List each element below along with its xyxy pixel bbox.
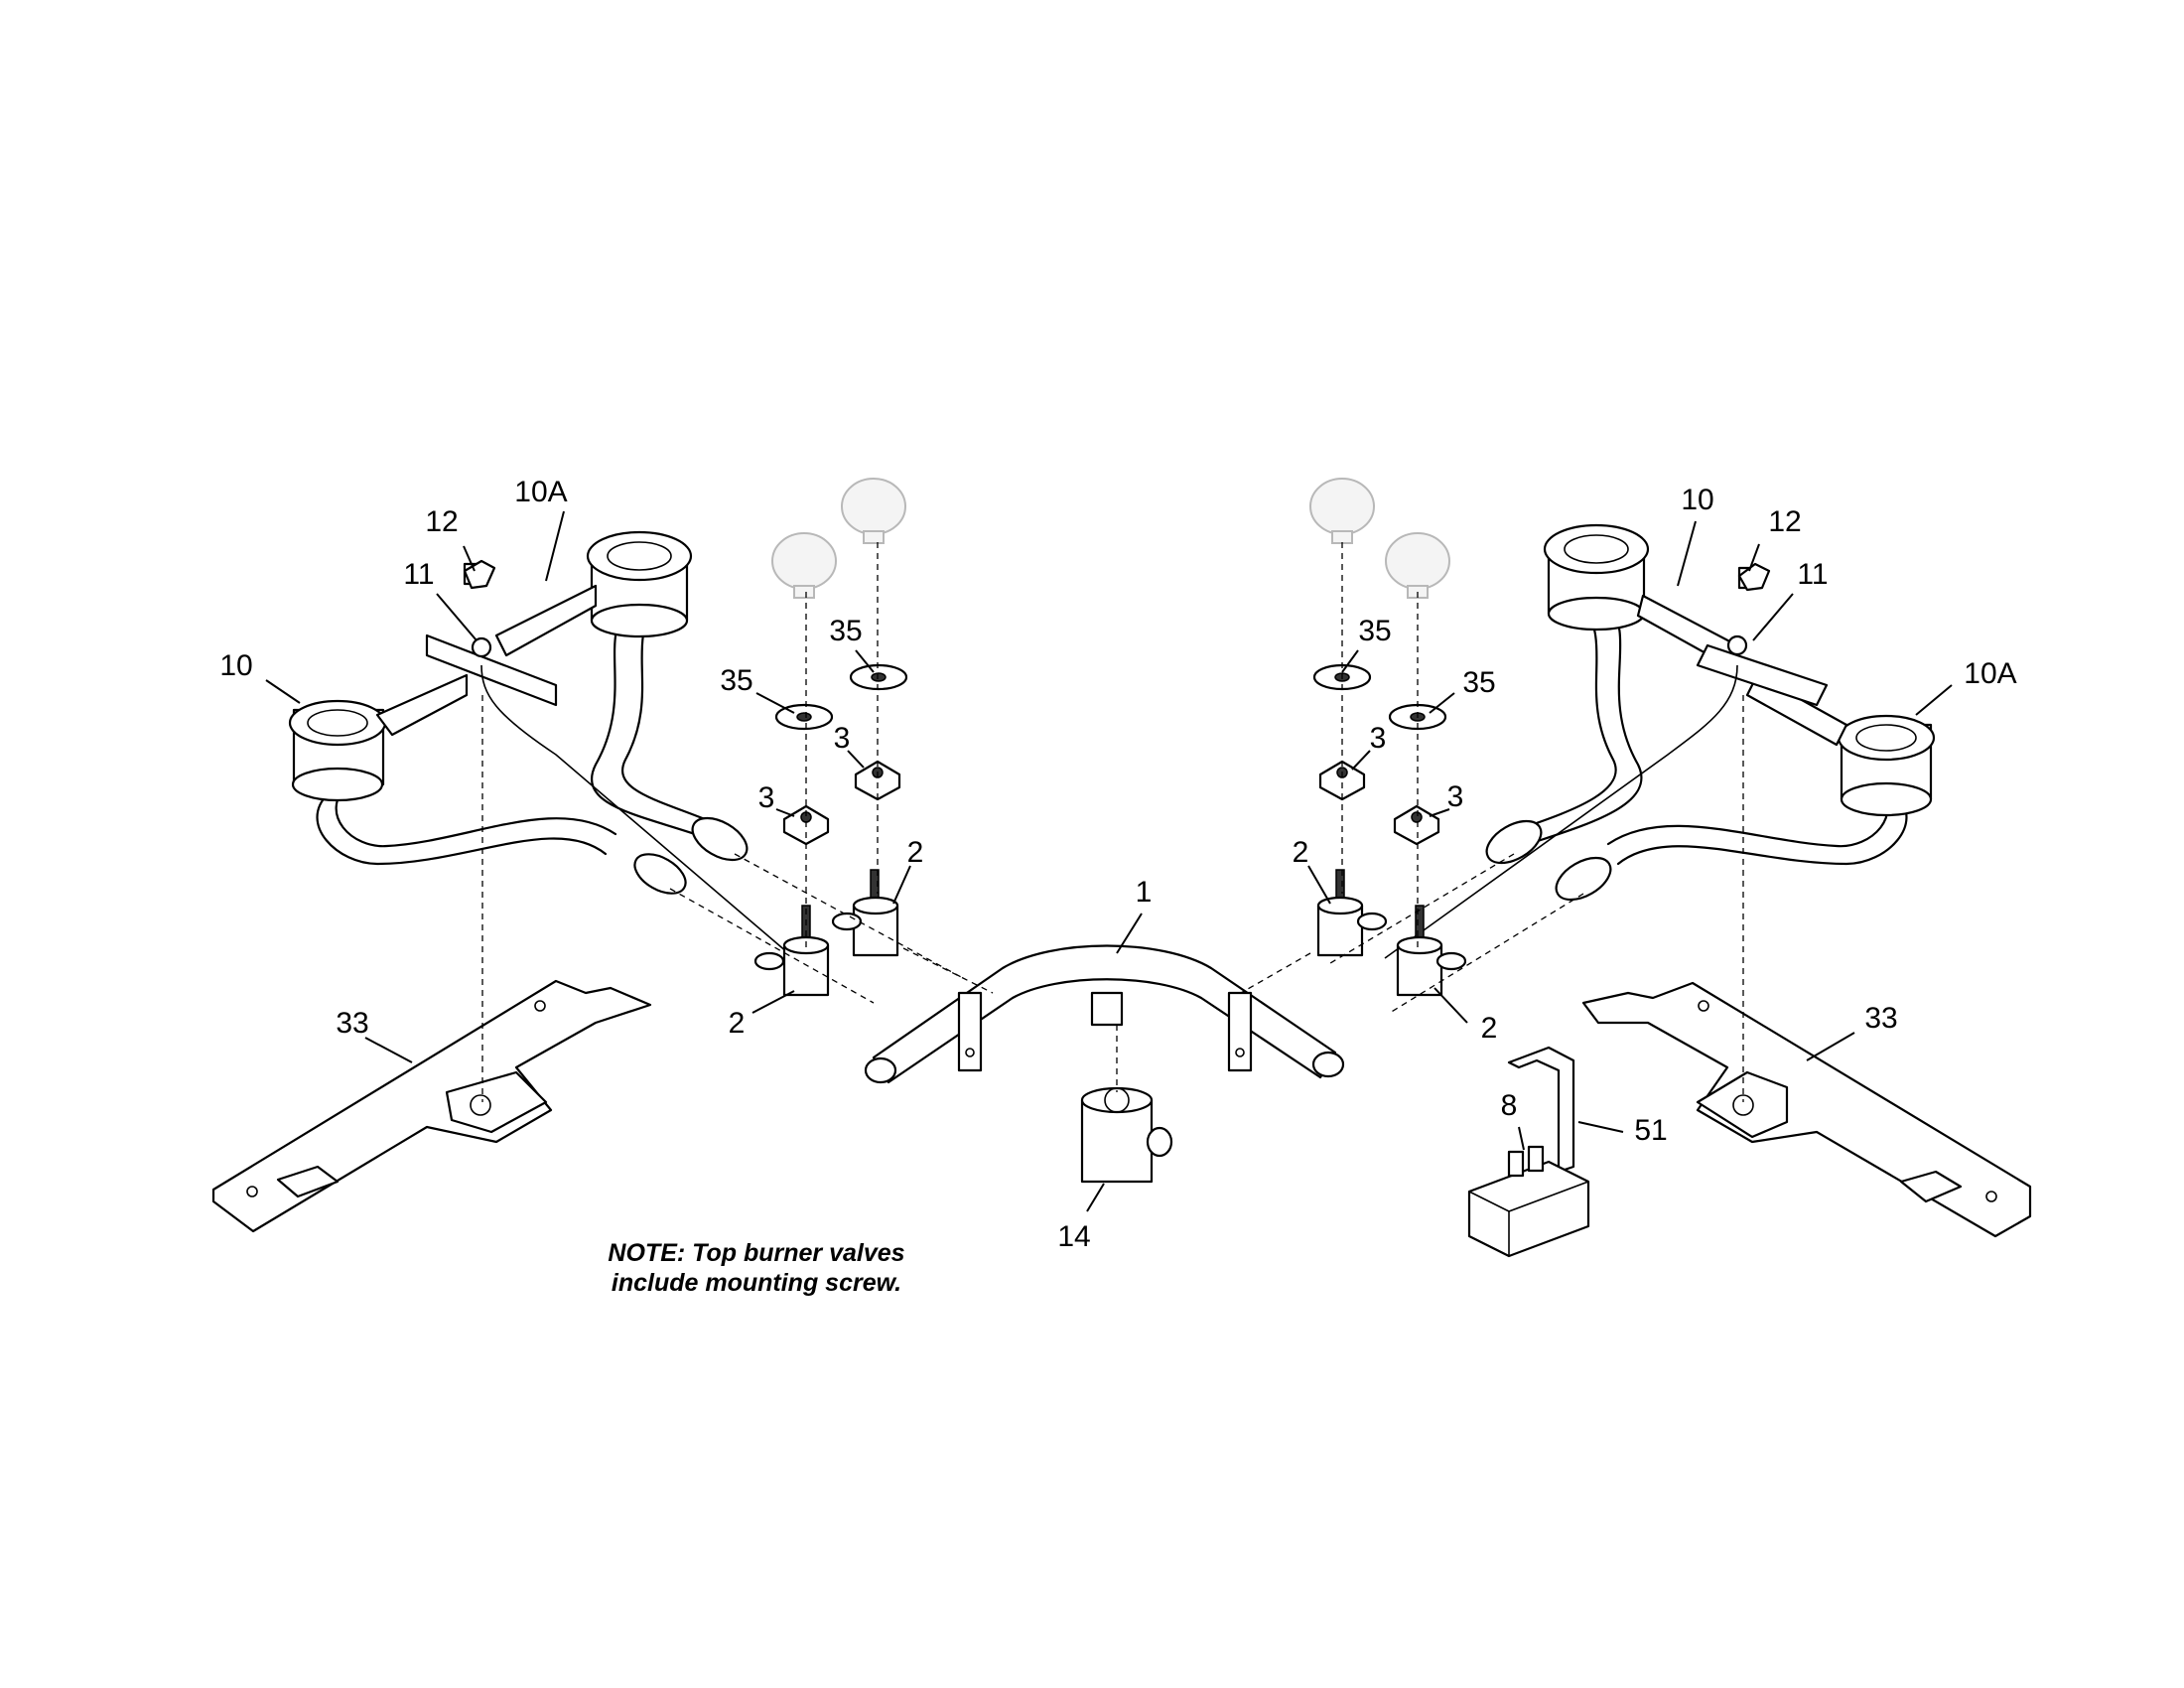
knob-right-2 xyxy=(1385,532,1450,599)
callout-1: 1 xyxy=(1136,876,1153,909)
callout-11-left: 11 xyxy=(403,558,434,591)
callout-14: 14 xyxy=(1057,1220,1090,1253)
burner-bracket-left xyxy=(211,979,652,1233)
callout-11-right: 11 xyxy=(1797,558,1828,591)
callout-3-right-upper: 3 xyxy=(1370,722,1387,755)
callout-35-left-lower: 35 xyxy=(720,664,752,697)
valve-left-upper xyxy=(831,869,899,957)
callout-3-left-upper: 3 xyxy=(834,722,851,755)
callout-10-right: 10 xyxy=(1681,484,1713,516)
valve-right-lower xyxy=(1396,905,1467,997)
valve-right-upper xyxy=(1316,869,1388,957)
callout-2-right-lower: 2 xyxy=(1481,1012,1498,1045)
callout-2-left-upper: 2 xyxy=(907,836,924,869)
alignment-lines xyxy=(481,542,1744,1102)
callout-33-right: 33 xyxy=(1864,1002,1897,1035)
callout-10A-left: 10A xyxy=(514,476,567,508)
bezel-left-upper xyxy=(849,663,908,691)
callouts: 10A 12 11 10 35 35 3 3 2 2 1 33 14 35 35… xyxy=(219,476,2016,1253)
callout-35-right-upper: 35 xyxy=(1358,615,1391,647)
knob-right-1 xyxy=(1309,478,1375,544)
callout-8: 8 xyxy=(1501,1089,1518,1122)
callout-35-right-lower: 35 xyxy=(1462,666,1495,699)
callout-3-left-lower: 3 xyxy=(758,781,775,814)
burner-10A-left xyxy=(494,530,749,862)
callout-2-left-lower: 2 xyxy=(729,1007,746,1040)
pressure-regulator xyxy=(1080,1086,1173,1184)
manifold-pipe xyxy=(864,944,1345,1084)
leader-lines xyxy=(265,510,1953,1212)
valve-left-lower xyxy=(753,905,830,997)
callout-12-right: 12 xyxy=(1768,505,1801,538)
callout-51: 51 xyxy=(1634,1114,1667,1147)
callout-3-right-lower: 3 xyxy=(1447,780,1464,813)
callout-12-left: 12 xyxy=(425,505,458,538)
note: NOTE: Top burner valves include mounting… xyxy=(608,1239,904,1297)
burner-bracket-right xyxy=(1581,981,2032,1238)
callout-10A-right: 10A xyxy=(1964,657,2016,690)
burner-10-right xyxy=(1485,523,1739,865)
switch-right-lower xyxy=(1393,804,1440,846)
note-line-1: NOTE: Top burner valves xyxy=(608,1239,904,1267)
callout-10-left: 10 xyxy=(219,649,252,682)
burner-10-left xyxy=(288,673,687,895)
callout-33-left: 33 xyxy=(336,1007,368,1040)
burner-10A-right xyxy=(1555,673,1936,902)
knob-left-1 xyxy=(771,532,837,599)
clip-12-right xyxy=(1737,562,1771,592)
note-line-2: include mounting screw. xyxy=(612,1269,901,1297)
callout-2-right-upper: 2 xyxy=(1293,836,1309,869)
spark-module xyxy=(1467,1145,1590,1258)
callout-35-left-upper: 35 xyxy=(829,615,862,647)
knob-left-2 xyxy=(841,478,906,544)
